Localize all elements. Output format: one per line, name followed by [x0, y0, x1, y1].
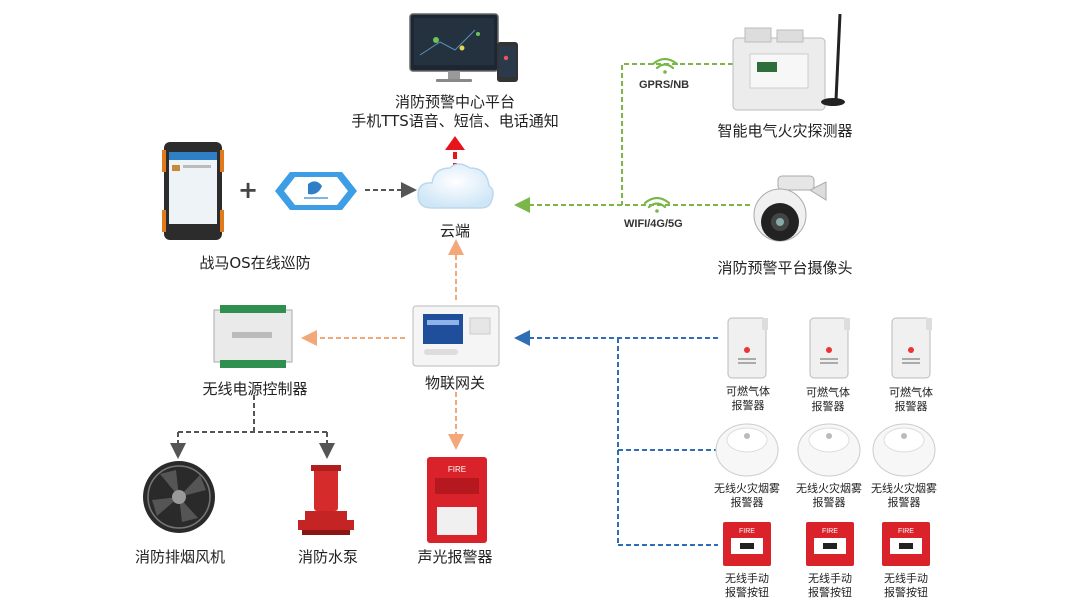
smoke-detector-line2: 报警器	[730, 496, 764, 509]
smoke-detector-icon	[715, 423, 779, 477]
gas-detector-icon	[809, 317, 850, 379]
gas-detector-line1: 可燃气体	[806, 386, 850, 399]
pump-label: 消防水泵	[297, 548, 358, 566]
smoke-detector-label: 无线火灾烟雾 报警器	[787, 482, 871, 510]
gas-detector-label: 可燃气体 报警器	[797, 386, 859, 414]
gateway-label: 物联网关	[424, 374, 485, 392]
manual-button-line2: 报警按钮	[808, 586, 852, 599]
platform-screens-icon	[409, 13, 518, 82]
manual-button-line1: 无线手动	[725, 572, 769, 585]
gas-detector-icon	[727, 317, 768, 379]
gas-detector-line2: 报警器	[731, 399, 765, 412]
manual-button-icon	[806, 522, 854, 566]
power-controller-icon	[213, 305, 293, 368]
platform-title: 消防预警中心平台	[394, 93, 515, 111]
smoke-detector-line1: 无线火灾烟雾	[871, 482, 937, 495]
wifi-icon-gprs	[651, 57, 679, 74]
power-controller-label: 无线电源控制器	[202, 380, 308, 398]
smoke-detector-line2: 报警器	[812, 496, 846, 509]
manual-buttons-group	[723, 522, 930, 566]
smoke-detector-icon	[797, 423, 861, 477]
manual-button-fire-text: FIRE	[898, 528, 914, 535]
gas-detector-line2: 报警器	[894, 400, 928, 413]
sound-light-fire-text: FIRE	[448, 465, 466, 474]
electric-detector-label: 智能电气火灾探测器	[717, 122, 853, 140]
gas-detector-line2: 报警器	[811, 400, 845, 413]
smoke-detector-label: 无线火灾烟雾 报警器	[862, 482, 946, 510]
patrol-label: 战马OS在线巡防	[199, 254, 311, 272]
manual-button-line2: 报警按钮	[884, 586, 928, 599]
gas-detector-label: 可燃气体 报警器	[717, 385, 779, 413]
plus-sign: +	[238, 176, 259, 204]
smoke-detector-line2: 报警器	[887, 496, 921, 509]
arrow-sensors-to-gateway	[514, 330, 718, 546]
smoke-detectors-group	[715, 423, 936, 477]
electric-detector-icon	[732, 13, 845, 111]
manual-button-fire-text: FIRE	[739, 528, 755, 535]
manual-button-label: 无线手动 报警按钮	[798, 572, 862, 600]
gprs-link-label: GPRS/NB	[639, 79, 690, 91]
fire-pump-icon	[298, 465, 354, 535]
cloud-label: 云端	[439, 222, 470, 240]
gas-detector-line1: 可燃气体	[726, 385, 770, 398]
manual-button-icon	[723, 522, 771, 566]
manual-button-icon	[882, 522, 930, 566]
arrow-controller-to-equipment	[170, 395, 335, 459]
manual-button-line1: 无线手动	[884, 572, 928, 585]
exhaust-fan-icon	[143, 461, 215, 533]
gas-detectors-group	[727, 317, 932, 379]
manual-button-label: 无线手动 报警按钮	[715, 572, 779, 600]
gas-detector-icon	[891, 317, 932, 379]
platform-subtitle: 手机TTS语音、短信、电话通知	[351, 112, 559, 130]
manual-button-label: 无线手动 报警按钮	[874, 572, 938, 600]
wifi-link-label: WIFI/4G/5G	[624, 218, 683, 230]
gas-detector-label: 可燃气体 报警器	[880, 386, 942, 414]
rugged-phone-icon	[162, 142, 224, 240]
dome-camera-icon	[753, 175, 827, 242]
arrow-wireless-to-cloud	[514, 63, 750, 213]
camera-label: 消防预警平台摄像头	[717, 259, 853, 277]
manual-button-line2: 报警按钮	[725, 586, 769, 599]
gas-detector-line1: 可燃气体	[889, 386, 933, 399]
sound-light-alarm-icon	[427, 457, 487, 543]
smoke-detector-line1: 无线火灾烟雾	[796, 482, 862, 495]
manual-button-fire-text: FIRE	[822, 528, 838, 535]
manual-button-line1: 无线手动	[808, 572, 852, 585]
wifi-icon-wifi	[643, 196, 671, 213]
gateway-icon	[412, 305, 500, 367]
sound-light-label: 声光报警器	[417, 548, 493, 566]
smoke-detector-icon	[872, 423, 936, 477]
cloud-icon	[417, 163, 494, 209]
smoke-detector-line1: 无线火灾烟雾	[714, 482, 780, 495]
patrol-tag-icon	[275, 172, 357, 210]
smoke-detector-label: 无线火灾烟雾 报警器	[705, 482, 789, 510]
fan-label: 消防排烟风机	[134, 548, 225, 566]
